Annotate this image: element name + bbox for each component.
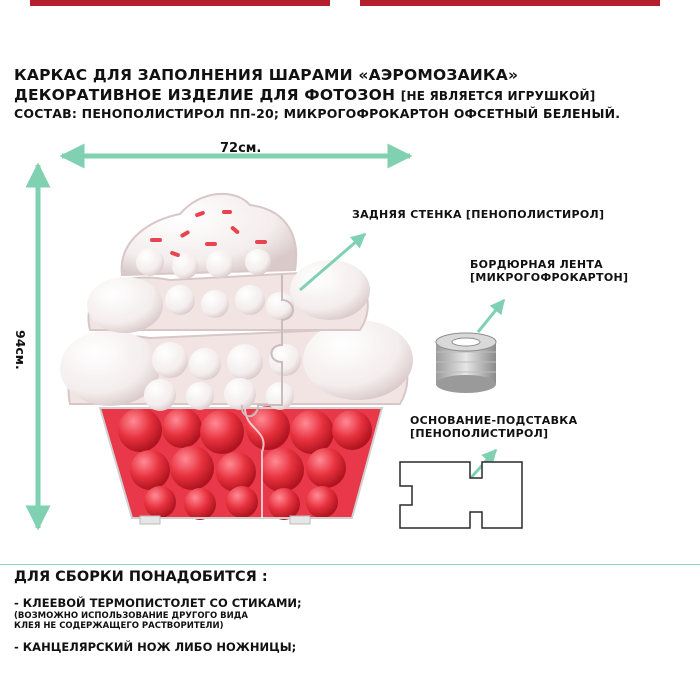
cream-tier-lower	[60, 320, 413, 411]
border-tape-label-1: бордюрная лента	[470, 258, 603, 271]
assembly-note-2: клея не содержащего растворители)	[14, 621, 224, 631]
height-label: 94см.	[13, 330, 28, 370]
base-label-1: основание-подставка	[410, 414, 578, 427]
base-stand-outline	[399, 461, 523, 529]
title-line-2: декоративное изделие для фотозон [не явл…	[14, 86, 595, 104]
top-photo-strip	[0, 0, 700, 8]
border-tape-arrow	[476, 298, 506, 333]
title-line-2-note: [не является игрушкой]	[400, 89, 596, 103]
cream-tier-middle	[87, 260, 370, 333]
back-wall-label: задняя стенка [пенополистирол]	[352, 208, 605, 221]
border-tape-roll	[435, 332, 497, 393]
section-divider	[0, 564, 700, 565]
title-line-1: каркас для заполнения шарами «аэромозаик…	[14, 66, 519, 84]
assembly-title: для сборки понадобится :	[14, 569, 268, 585]
puzzle-joint	[240, 275, 294, 418]
width-label: 72см.	[220, 141, 262, 156]
cream-tier-top	[120, 192, 298, 279]
assembly-note-1: (возможно использование другого вида	[14, 611, 248, 621]
cup-balloons	[118, 406, 372, 520]
composition-line: состав: пенополистирол пп-20; микрогофро…	[14, 106, 621, 121]
base-label-2: [пенополистирол]	[410, 427, 549, 440]
back-wall-arrow	[299, 232, 367, 292]
title-line-2-main: декоративное изделие для фотозон	[14, 86, 396, 104]
assembly-item-glue-gun: - клеевой термопистолет со стиками;	[14, 596, 302, 610]
border-tape-label-2: [микрогофрокартон]	[470, 271, 629, 284]
assembly-item-knife: - канцелярский нож либо ножницы;	[14, 640, 297, 654]
